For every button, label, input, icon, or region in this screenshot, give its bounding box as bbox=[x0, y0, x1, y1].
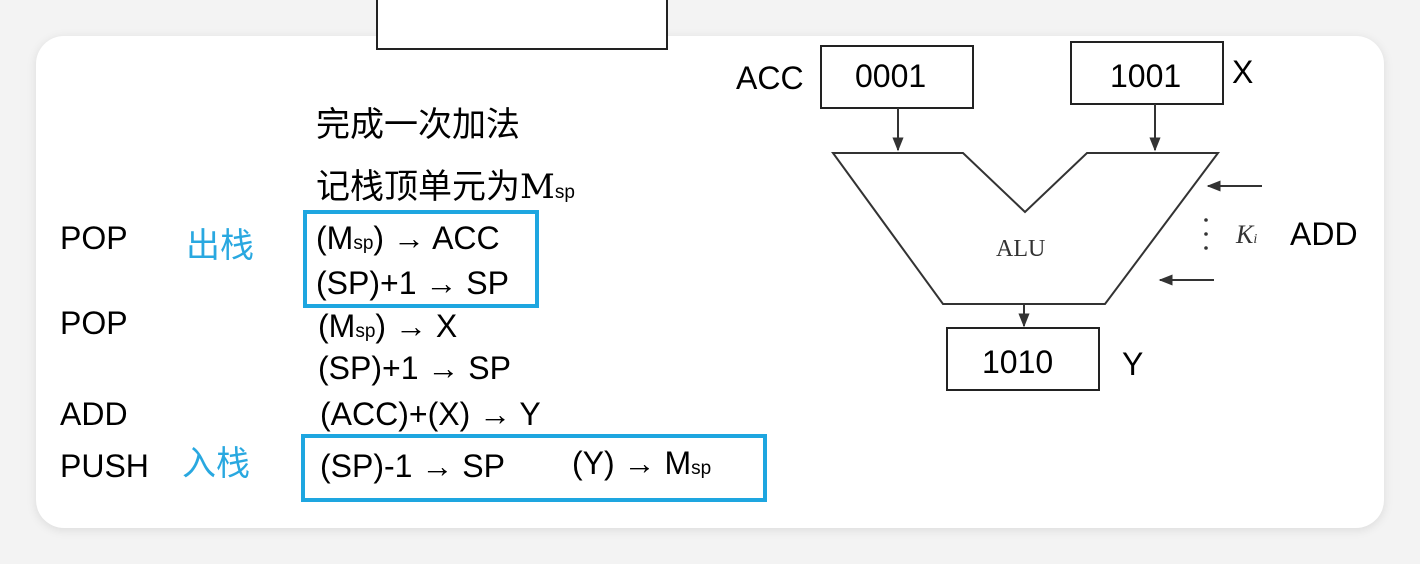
acc-register-box bbox=[820, 45, 974, 109]
op-push-dec: (SP)-1 → SP bbox=[320, 448, 505, 484]
mnemonic-add: ADD bbox=[60, 396, 128, 432]
x-value: 1001 bbox=[1110, 58, 1182, 94]
op-push-store: (Y) → Msp bbox=[572, 445, 712, 481]
alu-shape bbox=[831, 152, 1220, 305]
control-dot bbox=[1204, 246, 1208, 250]
acc-label: ACC bbox=[736, 60, 804, 96]
control-signal-label: Ki bbox=[1236, 220, 1258, 249]
control-dot bbox=[1204, 218, 1208, 222]
y-label: Y bbox=[1122, 346, 1144, 382]
highlight-box-push bbox=[301, 434, 767, 502]
acc-value: 0001 bbox=[855, 58, 927, 94]
x-register-box bbox=[1070, 41, 1224, 105]
control-dot bbox=[1204, 232, 1208, 236]
alu-label: ALU bbox=[996, 236, 1046, 262]
op-pop2-inc: (SP)+1 → SP bbox=[318, 350, 511, 386]
mnemonic-push: PUSH bbox=[60, 448, 149, 484]
op-pop1-load: (Msp) → ACC bbox=[316, 220, 500, 256]
highlight-box-pop bbox=[303, 210, 539, 308]
op-pop2-load: (Msp) → X bbox=[318, 308, 458, 344]
mnemonic-pop-1: POP bbox=[60, 220, 128, 256]
note-line-2: 记栈顶单元为Msp bbox=[316, 167, 575, 207]
label-pop-stack: 出栈 bbox=[186, 226, 254, 266]
op-add: (ACC)+(X) → Y bbox=[320, 396, 541, 432]
y-register-box bbox=[946, 327, 1100, 391]
op-pop1-inc: (SP)+1 → SP bbox=[316, 265, 509, 301]
mnemonic-pop-2: POP bbox=[60, 305, 128, 341]
cropped-box bbox=[376, 0, 668, 50]
add-op-label: ADD bbox=[1290, 216, 1358, 252]
note-line-1: 完成一次加法 bbox=[316, 105, 520, 145]
y-value: 1010 bbox=[982, 344, 1054, 380]
x-label: X bbox=[1232, 54, 1254, 90]
label-push-stack: 入栈 bbox=[182, 444, 250, 484]
